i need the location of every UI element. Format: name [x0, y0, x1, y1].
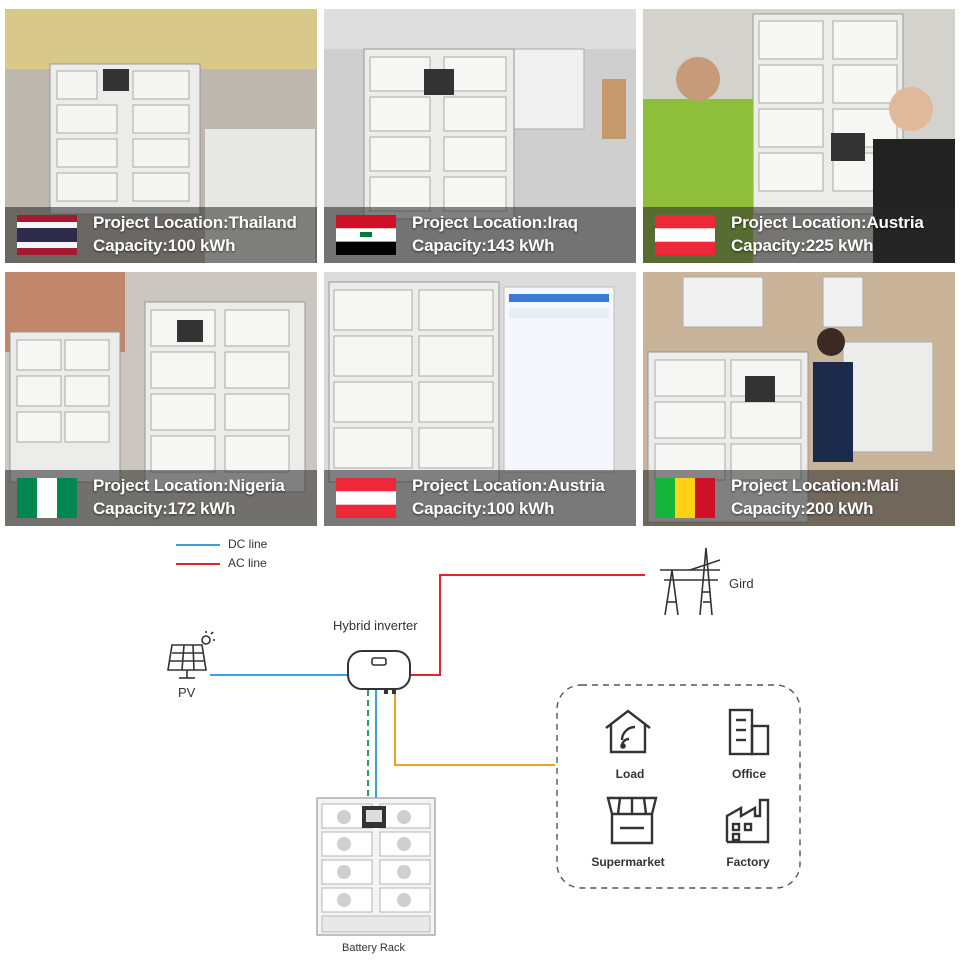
factory-icon — [725, 798, 770, 844]
project-location: Project Location:Mali — [731, 476, 899, 495]
system-diagram: DC line AC line Hybrid inverter PV Gird … — [0, 530, 960, 960]
factory-label: Factory — [726, 855, 770, 869]
project-location: Project Location:Thailand — [93, 213, 297, 232]
project-tile-3: Project Location:Austria Capacity:225 kW… — [643, 9, 955, 263]
nigeria-flag-icon — [17, 478, 77, 518]
austria-flag-icon — [655, 215, 715, 255]
supermarket-icon — [606, 796, 658, 845]
project-tile-2: Project Location:Iraq Capacity:143 kWh — [324, 9, 636, 263]
project-photo — [5, 9, 317, 263]
supermarket-label: Supermarket — [591, 855, 665, 869]
iraq-flag-icon — [336, 215, 396, 255]
grid-tower-icon — [660, 547, 721, 616]
project-location: Project Location:Austria — [731, 213, 924, 232]
solar-panel-icon — [167, 631, 215, 679]
project-photo — [324, 272, 636, 526]
project-capacity: Capacity:172 kWh — [93, 499, 236, 518]
project-caption: Project Location:Iraq Capacity:143 kWh — [324, 207, 636, 263]
inverter-label: Hybrid inverter — [333, 618, 418, 633]
load-label: Load — [615, 767, 645, 781]
project-capacity: Capacity:200 kWh — [731, 499, 874, 518]
battery-label: Battery Rack — [342, 942, 405, 954]
project-capacity: Capacity:143 kWh — [412, 236, 555, 255]
project-capacity: Capacity:100 kWh — [412, 499, 555, 518]
project-caption: Project Location:Nigeria Capacity:172 kW… — [5, 470, 317, 526]
grid-ac-line — [410, 574, 645, 676]
office-building-icon — [728, 708, 770, 756]
dc-legend-label: DC line — [228, 537, 268, 551]
project-tile-6: Project Location:Mali Capacity:200 kWh — [643, 272, 955, 526]
project-location: Project Location:Nigeria — [93, 476, 285, 495]
project-tile-4: Project Location:Nigeria Capacity:172 kW… — [5, 272, 317, 526]
load-group-box — [556, 684, 801, 889]
hybrid-inverter-icon — [347, 650, 411, 694]
project-caption: Project Location:Austria Capacity:100 kW… — [324, 470, 636, 526]
austria-flag-icon — [336, 478, 396, 518]
project-tile-1: Project Location:Thailand Capacity:100 k… — [5, 9, 317, 263]
pv-label: PV — [178, 685, 196, 700]
thailand-flag-icon — [17, 215, 77, 255]
grid-label: Gird — [729, 576, 754, 591]
project-tile-5: Project Location:Austria Capacity:100 kW… — [324, 272, 636, 526]
office-label: Office — [731, 767, 766, 781]
project-location: Project Location:Iraq — [412, 213, 578, 232]
diagram-lines — [167, 544, 801, 936]
project-caption: Project Location:Austria Capacity:225 kW… — [643, 207, 955, 263]
house-icon — [605, 709, 651, 754]
mali-flag-icon — [655, 478, 715, 518]
ac-legend-label: AC line — [228, 556, 267, 570]
load-line — [394, 690, 555, 766]
project-location: Project Location:Austria — [412, 476, 605, 495]
project-caption: Project Location:Mali Capacity:200 kWh — [643, 470, 955, 526]
battery-rack-icon — [316, 797, 436, 936]
project-capacity: Capacity:100 kWh — [93, 236, 236, 255]
project-caption: Project Location:Thailand Capacity:100 k… — [5, 207, 317, 263]
project-capacity: Capacity:225 kWh — [731, 236, 874, 255]
